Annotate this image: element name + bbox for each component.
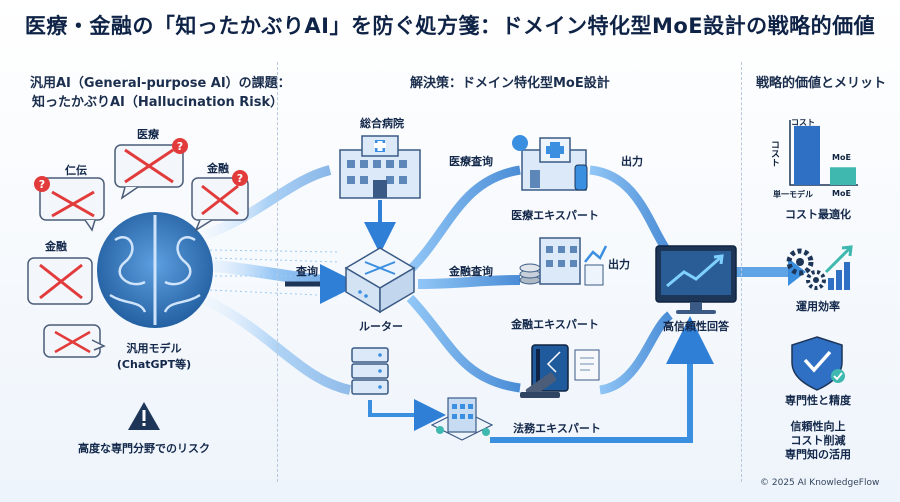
finance-query-label: 金融査询	[449, 265, 493, 278]
bubble-label-finance-left: 金融	[45, 240, 67, 253]
section-divider-left	[277, 62, 278, 482]
legal-expert-label: 法務エキスパート	[513, 422, 601, 435]
efficiency-label: 運用効率	[796, 300, 840, 313]
cost-bar-0	[794, 125, 820, 185]
cost-tick-moe: MoE	[832, 189, 851, 198]
bubble-label-finance-top: 金融	[207, 162, 229, 175]
model-label-line2: (ChatGPT等)	[116, 358, 192, 371]
answer-label: 高信頼性回答	[663, 320, 729, 333]
bubble-label-medical: 医療	[137, 128, 159, 141]
summary-reliability: 信頼性向上	[790, 420, 846, 433]
cost-tick-single: 単一モデル	[773, 190, 813, 199]
hospital-label: 総合病院	[360, 117, 404, 130]
output-label-1: 出力	[621, 155, 643, 168]
bubble-finance-left	[27, 257, 93, 305]
footer-copyright: © 2025 AI KnowledgeFlow	[760, 478, 880, 488]
left-heading-line1: 汎用AI（General-purpose AI）の課題：	[30, 76, 291, 91]
server-icon	[351, 347, 389, 395]
monitor-icon	[655, 245, 737, 314]
section-divider-right	[741, 62, 742, 482]
server-arrow	[368, 399, 446, 431]
cost-bar-top-label: コスト	[791, 118, 815, 127]
hospital-icon	[339, 135, 421, 199]
bubble-empty	[43, 324, 106, 358]
cost-label: コスト最適化	[785, 208, 851, 221]
cost-chart-ylabel: コスト	[769, 140, 779, 167]
warning-icon	[128, 402, 160, 430]
page-title: 医療・金融の「知ったかぶりAI」を防ぐ処方箋：ドメイン特化型MoE設計の戦略的価…	[24, 14, 876, 38]
shield-check-icon	[791, 336, 845, 391]
middle-heading: 解決策：ドメイン特化型MoE設計	[410, 76, 610, 91]
output-label-2: 出力	[608, 258, 630, 271]
moe-bar-top-label: MoE	[832, 153, 851, 162]
medical-query-label: 医療査询	[449, 155, 493, 168]
summary-cost: コスト削減	[790, 434, 846, 447]
bubble-finance-top: ?	[191, 170, 249, 232]
return-arrow	[490, 316, 714, 443]
finance-expert-icon	[519, 237, 608, 286]
svg-text:?: ?	[39, 178, 45, 191]
left-heading-line2: 知ったかぶりAI（Hallucination Risk）	[32, 95, 284, 110]
cost-chart-bars	[794, 125, 856, 185]
bubble-medical: ?	[114, 138, 188, 200]
right-heading: 戦略的価値とメリット	[756, 76, 887, 91]
model-label-line1: 汎用モデル	[126, 342, 182, 355]
answer-arrow-head	[788, 258, 806, 286]
router-icon	[344, 247, 416, 314]
router-expert-flows	[406, 165, 521, 393]
query-label: 查询	[296, 265, 318, 278]
svg-text:?: ?	[237, 172, 243, 185]
expertise-label: 専門性と精度	[785, 394, 851, 407]
router-label: ルーター	[359, 320, 403, 333]
brain-icon	[97, 212, 213, 328]
risk-label: 高度な専門分野でのリスク	[78, 442, 210, 455]
finance-expert-label: 金融エキスパート	[511, 318, 599, 331]
bubble-label-ninden: 仁伝	[65, 164, 87, 177]
legal-expert-icon	[520, 344, 600, 398]
office-building-icon	[430, 397, 494, 441]
medical-expert-label: 医療エキスパート	[511, 209, 599, 222]
gears-growth-icon	[786, 245, 853, 290]
summary-expertise: 専門知の活用	[785, 448, 851, 461]
svg-text:?: ?	[177, 140, 183, 153]
medical-expert-icon	[512, 135, 588, 191]
bubble-ninden: ?	[34, 176, 105, 232]
cost-bar-1	[830, 167, 856, 185]
